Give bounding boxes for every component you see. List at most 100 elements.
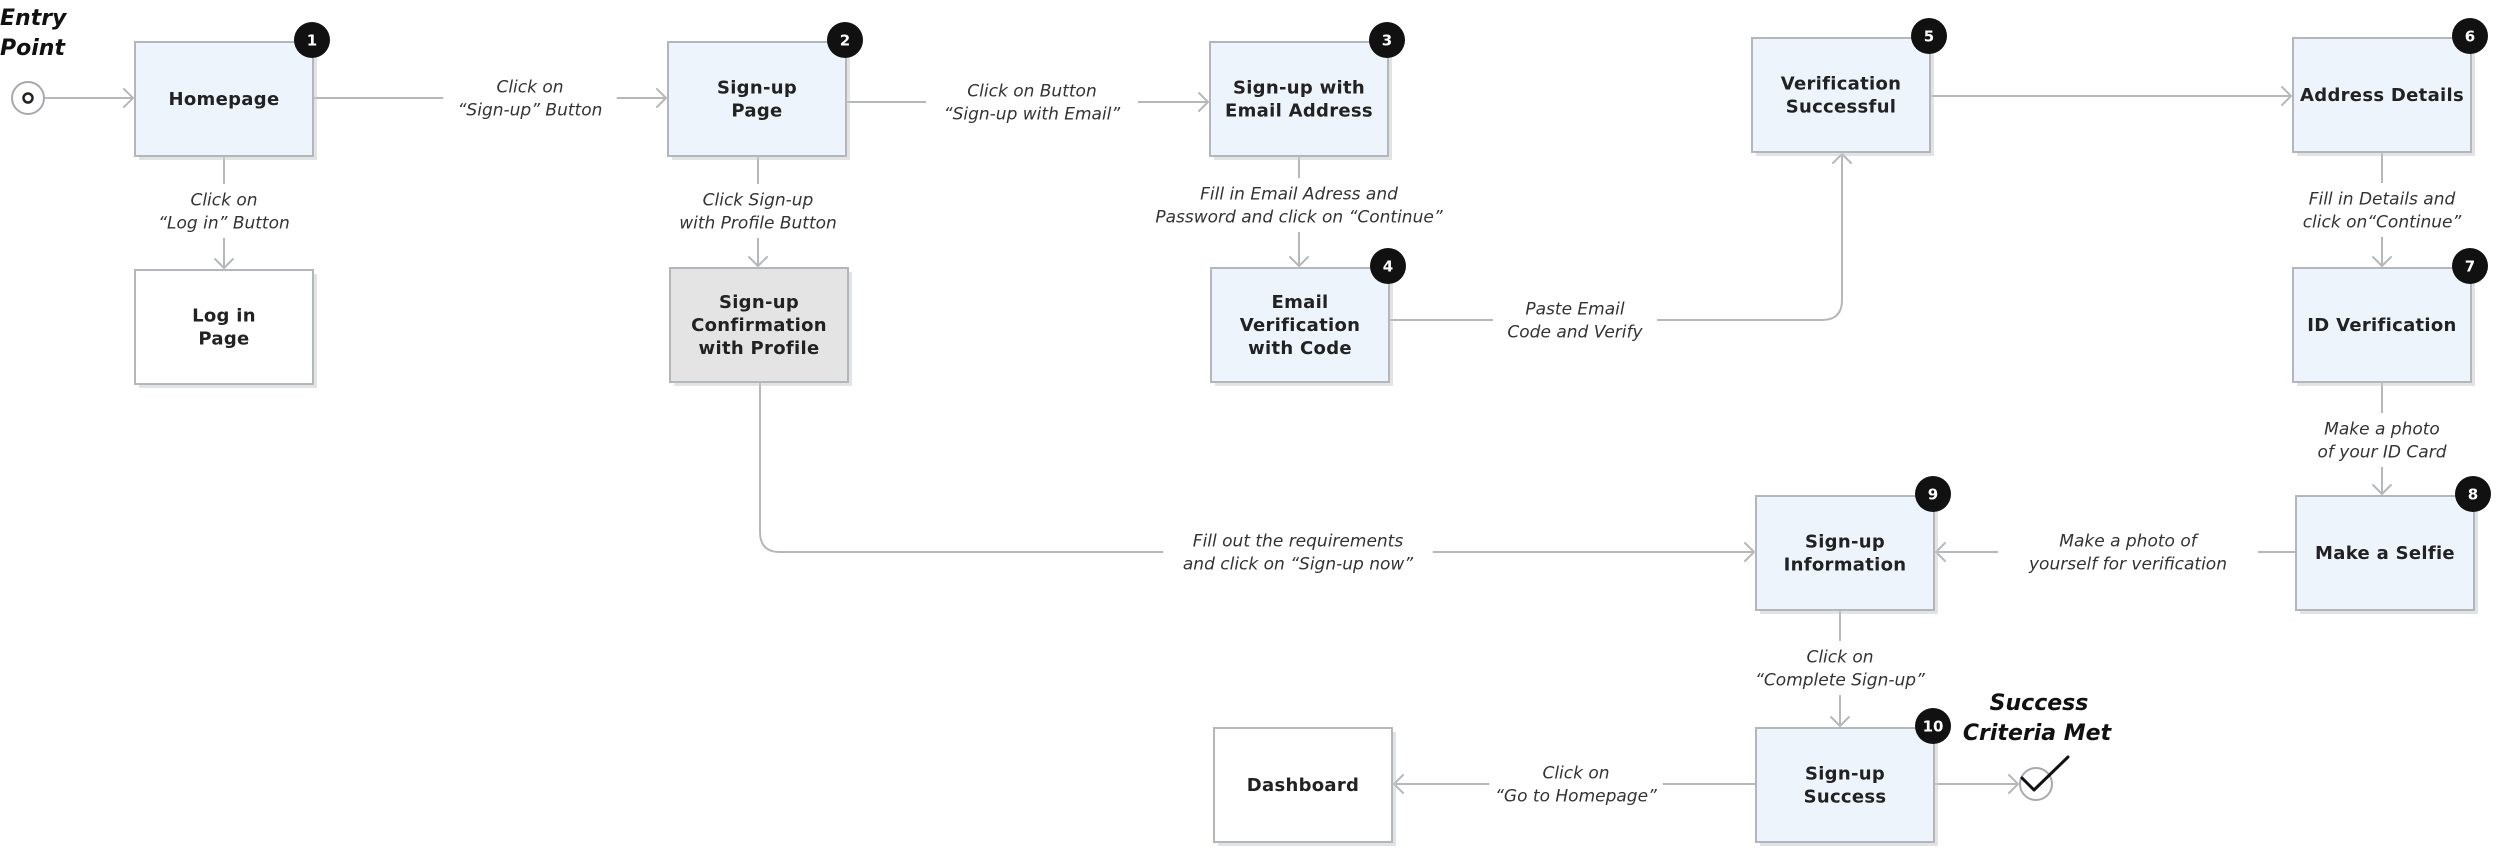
edge-label: “Sign-up” Button [458,101,603,121]
arrowhead-icon [214,258,234,269]
step-badge [294,22,330,58]
node-box [2292,267,2472,383]
node-box [134,269,314,385]
node-homepage: Homepage 1 [134,22,330,160]
edge-label: Click on [496,78,563,98]
node-label: Verification [1781,74,1902,95]
arrowhead-icon [1830,716,1850,727]
edge-label: and click on “Sign-up now” [1183,555,1413,575]
step-badge [1915,476,1951,512]
success-criteria-label: Success [1990,691,2089,716]
step-badge [1369,22,1405,58]
label-backdrop [2280,183,2484,237]
edge-label: Code and Verify [1507,323,1643,343]
step-badge-number: 5 [1924,28,1934,46]
edge-label: “Sign-up with Email” [944,105,1121,125]
node-label: Sign-up [719,292,799,313]
edge-label: with Profile Button [679,214,837,234]
node-box [669,267,849,383]
node-label: Sign-up [717,78,797,99]
step-badge-number: 3 [1382,32,1392,50]
node-label: Verification [1240,315,1361,336]
edge-label: Click on [190,191,257,211]
node-box [1209,41,1389,157]
entry-point-label: Point [0,36,66,61]
end-node-icon [2019,767,2053,801]
node-label: Email Address [1225,101,1373,122]
node-label: ID Verification [2307,315,2456,336]
label-backdrop [1998,525,2258,579]
label-backdrop [1493,293,1657,347]
edge-label: Paste Email [1525,300,1624,320]
edge-label: of your ID Card [2318,443,2447,463]
step-badge-number: 9 [1928,486,1938,504]
node-id-verification: ID Verification 7 [2292,248,2488,386]
node-box [1213,727,1393,843]
step-badge [827,22,863,58]
node-label: with Code [1248,338,1352,359]
edge-label: Fill in Details and [2309,190,2456,210]
arrowhead-icon [656,88,667,108]
edge-label: Fill in Email Adress and [1200,185,1398,205]
node-box [1751,37,1931,153]
edge-success-to-address [1930,86,2292,106]
step-badge-number: 7 [2465,258,2475,276]
node-address-details: Address Details 6 [2292,18,2488,156]
edge-label: Click on [1542,764,1609,784]
edge-label: “Log in” Button [158,214,290,234]
node-label: Address Details [2300,85,2464,106]
node-label: Sign-up with [1233,78,1365,99]
step-badge [2452,248,2488,284]
node-label: Successful [1786,97,1897,118]
edge-label: “Go to Homepage” [1495,787,1657,807]
step-badge [1370,248,1406,284]
label-backdrop [1489,757,1663,811]
node-label: Make a Selfie [2315,543,2455,564]
entry-point-label: Entry [0,6,68,31]
step-badge-number: 4 [1383,258,1393,276]
success-criteria-label: Criteria Met [1963,721,2113,746]
node-label: Success [1804,787,1887,808]
node-label: Email [1271,292,1328,313]
node-box [1210,267,1390,383]
label-backdrop [656,184,860,238]
arrowhead-icon [2372,256,2392,267]
edge-profile-to-information [759,382,1755,562]
step-badge [2455,476,2491,512]
start-node-dot [22,92,34,104]
edge-label: Click Sign-up [703,191,814,211]
node-box [2292,37,2472,153]
step-badge-number: 1 [307,32,317,50]
node-box [134,41,314,157]
label-backdrop [2300,413,2464,467]
node-label: with Profile [699,338,820,359]
connector-line [1389,154,1843,321]
step-badge-number: 2 [840,32,850,50]
arrowhead-icon [2008,774,2019,794]
node-label: Confirmation [691,315,827,336]
step-badge [2452,18,2488,54]
arrowhead-icon [1744,542,1755,562]
edge-entry-to-homepage [40,88,134,108]
arrowhead-icon [1289,256,1309,267]
node-label: Homepage [169,89,280,110]
edge-label: click on“Continue” [2303,213,2462,233]
edge-label: Make a photo of [2059,532,2199,552]
arrowhead-icon [2281,86,2292,106]
checkmark-icon [2020,755,2070,792]
node-box [1755,495,1935,611]
node-label: Sign-up [1805,764,1885,785]
step-badge-number: 6 [2465,28,2475,46]
step-badge-number: 10 [1923,718,1944,736]
node-label: Page [198,329,249,350]
node-label: Information [1784,555,1907,576]
